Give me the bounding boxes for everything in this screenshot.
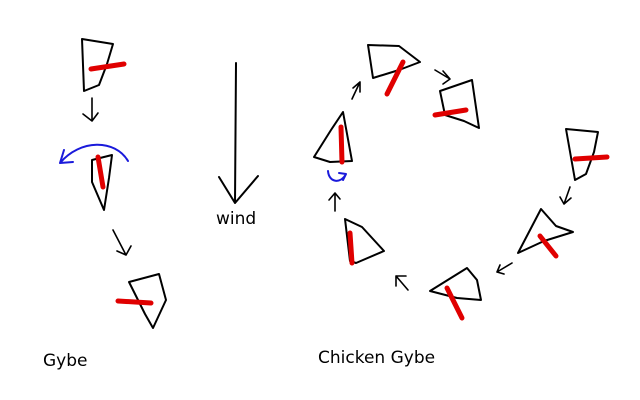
chicken-gybe-label: Chicken Gybe <box>318 348 435 368</box>
sail <box>95 154 106 190</box>
step-arrow <box>351 81 361 100</box>
wind-indicator: wind <box>216 62 259 229</box>
boat-hull <box>81 38 114 92</box>
gybe-boat-1 <box>81 38 127 92</box>
boat-hull <box>517 208 574 254</box>
step-arrow <box>328 192 341 212</box>
chicken-boat-2 <box>432 79 480 129</box>
sail <box>432 107 469 118</box>
chicken-boat-4 <box>517 208 574 259</box>
turn-arrow <box>327 170 347 182</box>
chicken-boat-1 <box>367 44 421 97</box>
step-arrow <box>434 69 451 85</box>
chicken-boat-7 <box>313 111 353 182</box>
chicken-boat-3 <box>565 128 610 181</box>
sail <box>88 61 127 72</box>
sail <box>338 124 345 165</box>
turn-arrow <box>59 143 129 164</box>
step-arrow <box>559 186 572 205</box>
sail <box>537 233 559 259</box>
step-arrow <box>82 97 99 122</box>
sail <box>572 154 610 162</box>
wind-arrow <box>218 62 259 204</box>
chicken-boat-6 <box>344 218 385 266</box>
gybe-label: Gybe <box>43 351 87 371</box>
boat-hull <box>367 44 421 79</box>
sail <box>444 285 465 321</box>
wind-label: wind <box>216 209 256 229</box>
step-arrow <box>112 229 132 256</box>
gybe-boat-2 <box>59 143 129 211</box>
sail <box>115 298 154 306</box>
boat-hull <box>565 128 599 181</box>
gybe-sequence: Gybe <box>43 38 167 371</box>
step-arrow <box>496 262 513 275</box>
chicken-gybe-sequence: Chicken Gybe <box>313 44 610 368</box>
sail <box>384 59 406 97</box>
sail <box>347 230 355 266</box>
gybe-boat-3 <box>115 273 167 329</box>
step-arrow <box>395 275 409 291</box>
chicken-boat-5 <box>429 267 482 321</box>
